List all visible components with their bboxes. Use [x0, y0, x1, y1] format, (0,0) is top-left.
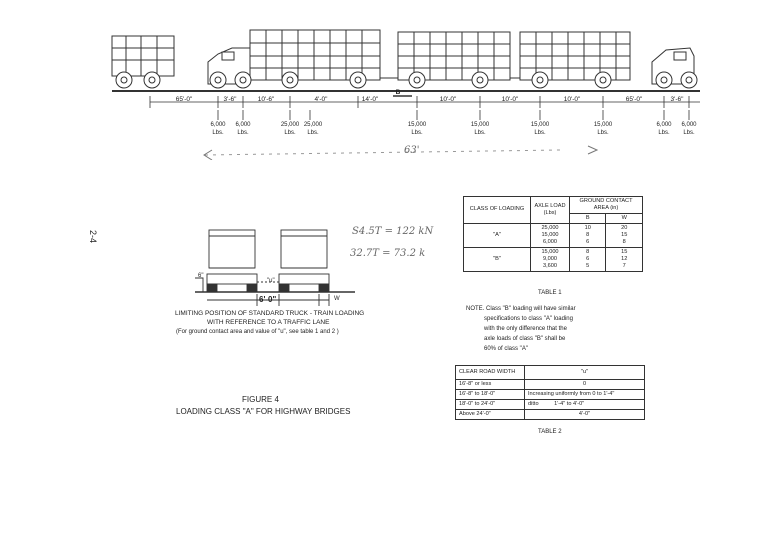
table-1-caption: TABLE 1	[538, 290, 562, 296]
table-header: "u"	[524, 365, 645, 380]
table-cell: 0	[524, 378, 645, 390]
traffic-lane-figure	[195, 229, 355, 306]
dimension-label: 4'-0"	[314, 96, 328, 103]
dimension-label: 10'-0"	[439, 96, 457, 103]
dimension-label: 65'-0"	[625, 96, 643, 103]
handwritten-span-note: 63'	[404, 145, 420, 156]
note-text: axle loads of class "B" shall be	[484, 336, 566, 342]
table-header: CLASS OF LOADING	[463, 196, 531, 224]
table-row: 18'-0" to 24'-0" ditto 1'-4" to 4'-0"	[455, 398, 645, 410]
note-text: with the only difference that the	[484, 326, 567, 332]
lane-caption: (For ground contact area and value of "u…	[176, 329, 339, 335]
dimension-label: 3'-6"	[670, 96, 684, 103]
table-cell: 16'-8" to 18'-0"	[455, 388, 525, 400]
table-row: 16'-8" or less 0	[455, 378, 645, 390]
table-2: CLEAR ROAD WIDTH "u" 16'-8" or less 0 16…	[455, 365, 645, 420]
table-cell: 4'-0"	[524, 408, 645, 420]
lane-caption: LIMITING POSITION OF STANDARD TRUCK - TR…	[175, 310, 365, 317]
handwritten-note: S4.5T = 122 kN	[352, 226, 434, 237]
dimension-label: 10'-0"	[563, 96, 581, 103]
b-label: B	[395, 89, 401, 96]
offset-label: 6"	[198, 273, 204, 279]
table-header: AXLE LOAD(Lbs)	[530, 196, 570, 224]
table-row: Above 24'-0" 4'-0"	[455, 408, 645, 420]
handwritten-note: 32.7T = 73.2 k	[350, 248, 426, 259]
table-cell: Increasing uniformly from 0 to 1'-4"	[524, 388, 645, 400]
width-label: 6'-0"	[259, 295, 277, 304]
dimension-label: 10'-0"	[501, 96, 519, 103]
note-text: NOTE. Class "B" loading will have simila…	[466, 306, 576, 312]
note-text: specifications to class "A" loading	[484, 316, 573, 322]
table-cell: 16'-8" or less	[455, 378, 525, 390]
table-1: CLASS OF LOADING AXLE LOAD(Lbs) GROUND C…	[463, 196, 643, 272]
table-cell: "B"	[463, 246, 531, 272]
table-header: CLEAR ROAD WIDTH	[455, 365, 525, 380]
truck-train-drawing	[111, 29, 700, 160]
table-cell: ditto 1'-4" to 4'-0"	[524, 398, 645, 410]
lane-caption: WITH REFERENCE TO A TRAFFIC LANE	[207, 319, 330, 326]
table-cell: Above 24'-0"	[455, 408, 525, 420]
table-cell: "A"	[463, 222, 531, 248]
dimension-label: 3'-6"	[223, 96, 237, 103]
dimension-label: 10'-6"	[257, 96, 275, 103]
page-number: 2-4	[88, 229, 99, 244]
dimension-label: 65'-0"	[175, 96, 193, 103]
table-2-caption: TABLE 2	[538, 429, 562, 435]
w-label: W	[334, 296, 340, 302]
table-header: B	[568, 212, 607, 224]
u-label: "u"	[267, 278, 275, 284]
table-header: W	[605, 212, 643, 224]
figure-number: FIGURE 4	[242, 395, 279, 404]
table-row: 16'-8" to 18'-0" Increasing uniformly fr…	[455, 388, 645, 400]
figure-title: LOADING CLASS "A" FOR HIGHWAY BRIDGES	[176, 407, 351, 416]
note-text: 60% of class "A"	[484, 346, 528, 352]
table-cell: 18'-0" to 24'-0"	[455, 398, 525, 410]
dimension-label: 14'-0"	[361, 96, 379, 103]
